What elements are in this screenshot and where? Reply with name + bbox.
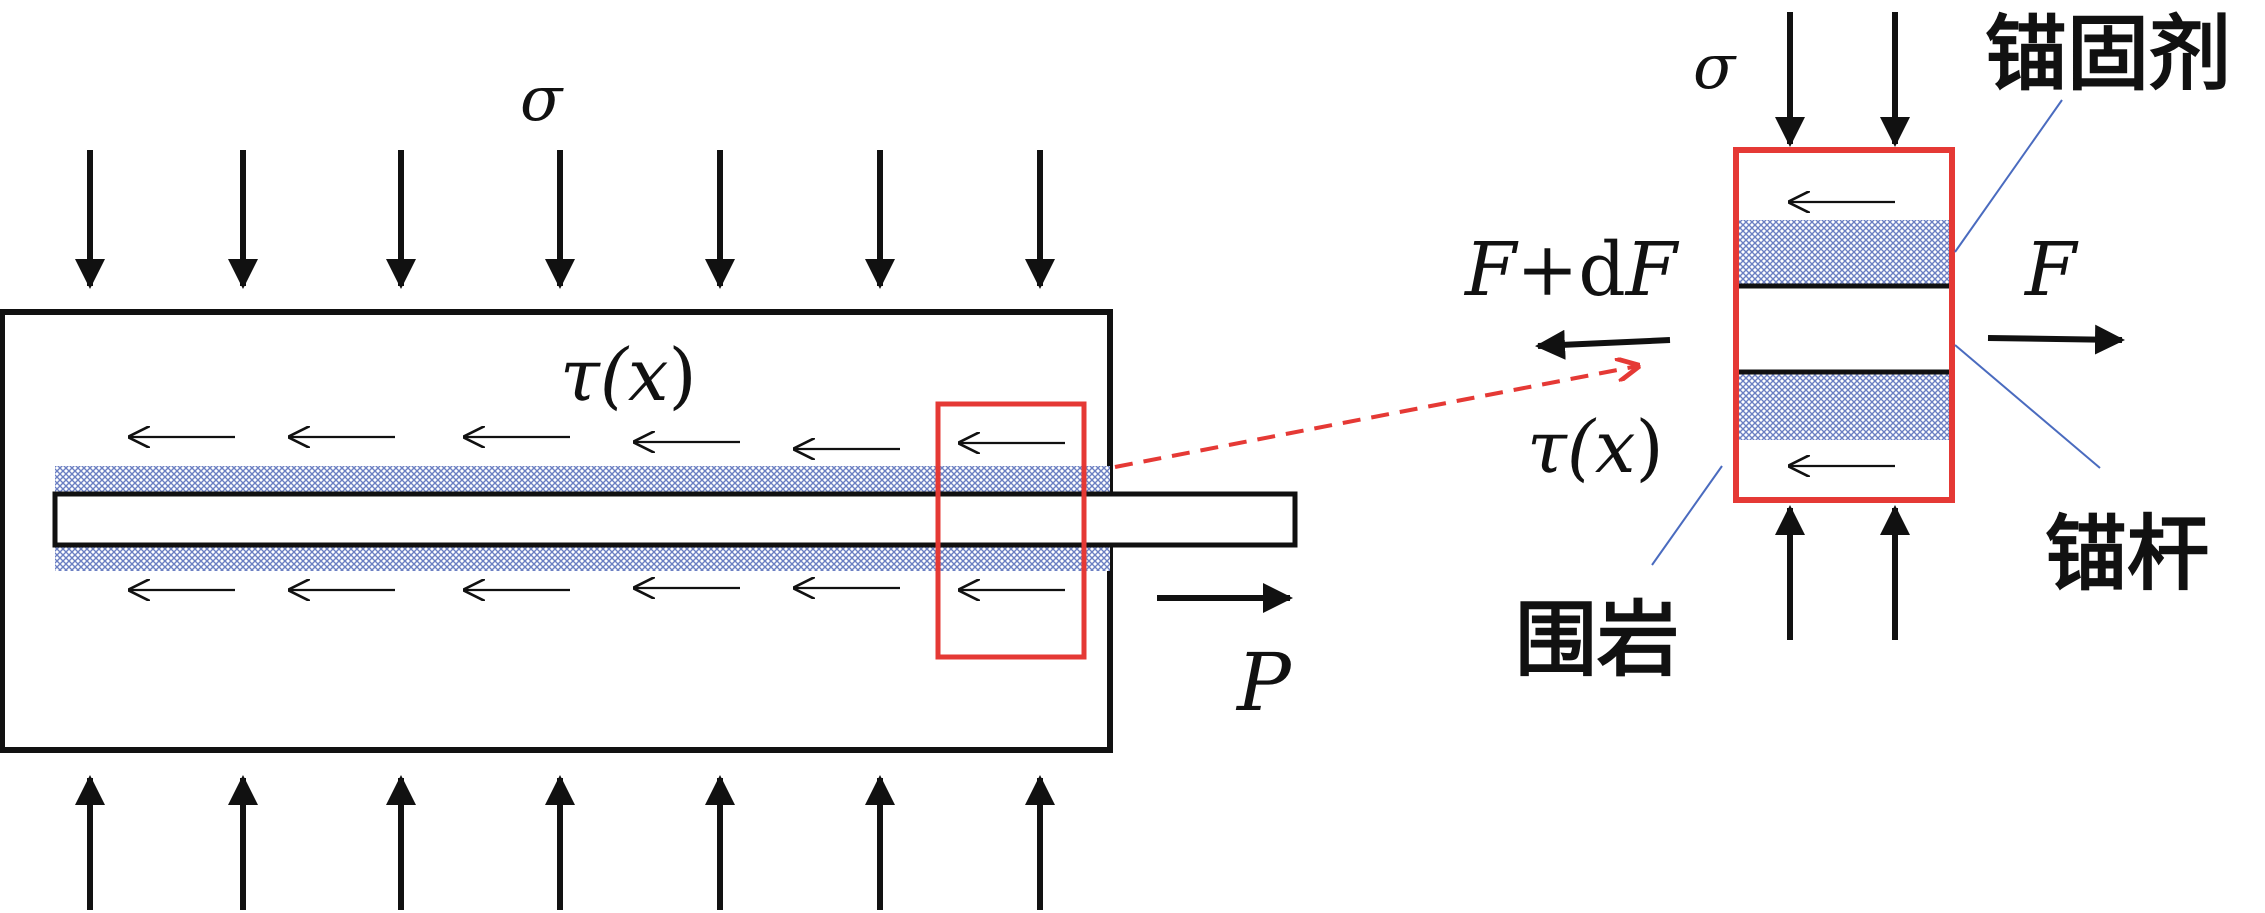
f-label: F [2023,227,2079,313]
surrounding-rock-label: 围岩 [1515,593,1679,688]
top-pressure-arrows [75,150,1055,289]
surrounding-rock-leader [1651,465,1723,566]
sigma-label-right: σ [1693,30,1737,103]
bolt-label: 锚杆 [2045,507,2209,602]
tau-x-label-left: τ(x) [560,333,697,417]
bolt-rod [52,491,1298,548]
shear-arrows-bottom [130,588,1065,590]
element-pressure-arrows [1775,12,1910,640]
zoom-leader-line [1114,366,1638,469]
element-shear-arrows [1790,202,1895,466]
anchorage-agent-label: 锚固剂 [1985,7,2231,102]
bolt-leader [1954,344,2101,469]
force-f-arrow [1987,324,2125,355]
shear-arrows-top [130,437,1065,449]
force-f-plus-df-arrow [1535,329,1671,360]
grout-layer-top [55,466,1110,494]
sigma-label-left: σ [520,62,564,135]
f-plus-df-label: F+dF [1463,227,1680,313]
p-label: P [1235,636,1292,729]
element-highlight-box [935,401,1087,660]
bottom-pressure-arrows [75,775,1055,910]
element-grout-top [1736,220,1952,286]
element-box [1733,147,1955,503]
element-grout-bottom [1736,372,1952,440]
anchorage-agent-leader [1954,99,2063,253]
element-bolt [1733,283,1955,375]
tau-x-label-right: τ(x) [1527,405,1664,489]
grout-layer-bottom [55,545,1110,571]
